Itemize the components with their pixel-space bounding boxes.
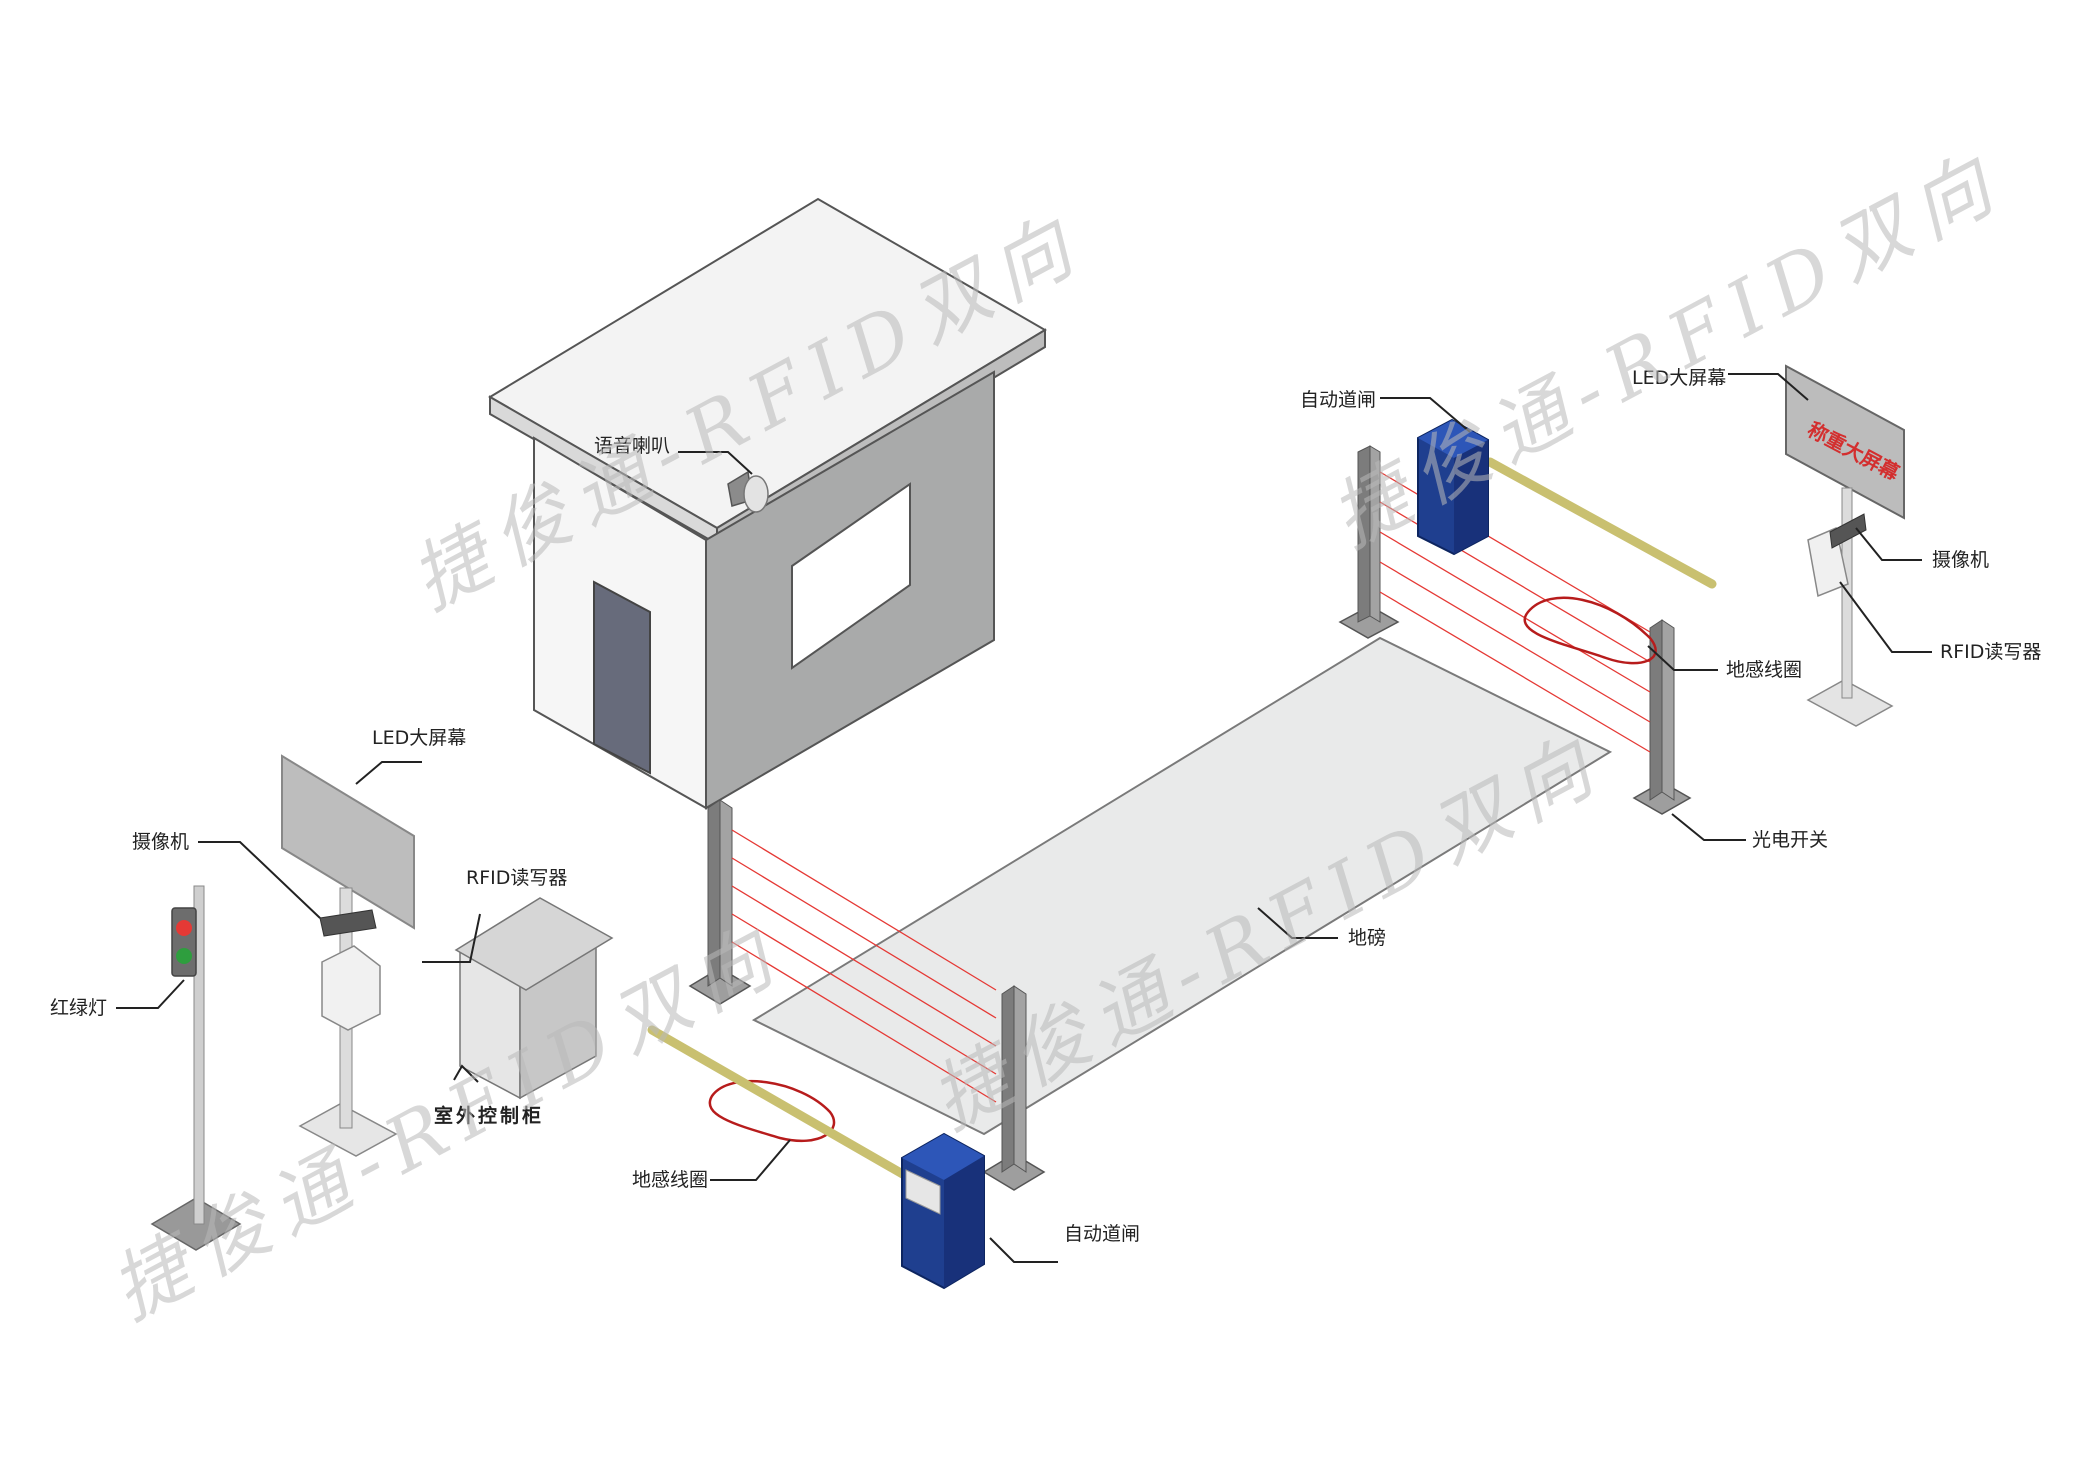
ground-loop-far — [1523, 596, 1657, 665]
traffic-light — [150, 885, 242, 1251]
label-led-left: LED大屏幕 — [372, 727, 466, 749]
label-camera-right: 摄像机 — [1932, 549, 1989, 571]
label-scale: 地磅 — [1348, 927, 1386, 949]
equipment-pole-left — [298, 887, 398, 1157]
photo-switch-pillar-near-right — [982, 985, 1046, 1191]
label-rfid-right: RFID读写器 — [1940, 641, 2041, 663]
labels: 语音喇叭 自动道闸 LED大屏幕 摄像机 RFID读写器 地感线圈 光电开关 地… — [50, 367, 2041, 1245]
label-loop-right: 地感线圈 — [1726, 659, 1802, 681]
outdoor-control-cabinet — [454, 897, 614, 1100]
label-traffic-light: 红绿灯 — [50, 997, 107, 1019]
label-photo-switch: 光电开关 — [1752, 829, 1828, 851]
led-screen-left — [281, 754, 415, 930]
watermark-right: 捷俊通-RFID双向 — [1317, 135, 2018, 564]
equipment-pole-right — [1806, 487, 1894, 727]
ground-loop-near — [708, 1079, 836, 1143]
label-gate-bottom: 自动道闸 — [1064, 1223, 1140, 1245]
photo-switch-pillar-far-right — [1632, 619, 1692, 815]
label-loop-left: 地感线圈 — [632, 1169, 708, 1191]
label-speaker: 语音喇叭 — [594, 435, 670, 457]
label-gate-top: 自动道闸 — [1300, 389, 1376, 411]
green-light-icon — [176, 948, 192, 964]
label-rfid-left: RFID读写器 — [466, 867, 567, 889]
photo-switch-pillar-near-left — [688, 799, 752, 1005]
barrier-gate-far — [1417, 418, 1717, 589]
speaker-icon — [727, 470, 769, 513]
label-camera-left: 摄像机 — [132, 831, 189, 853]
led-screen-right: 称重大屏幕 — [1785, 364, 1905, 520]
barrier-gate-near — [647, 1025, 985, 1290]
label-cabinet: 室外控制柜 — [434, 1104, 544, 1127]
label-led-right: LED大屏幕 — [1632, 367, 1726, 389]
leader-lines — [116, 373, 1932, 1263]
photo-beams-near — [731, 829, 997, 1103]
red-light-icon — [176, 920, 192, 936]
guard-booth — [488, 197, 1047, 810]
weighbridge-platform — [751, 636, 1613, 1136]
photo-switch-pillar-far-left — [1338, 445, 1400, 639]
